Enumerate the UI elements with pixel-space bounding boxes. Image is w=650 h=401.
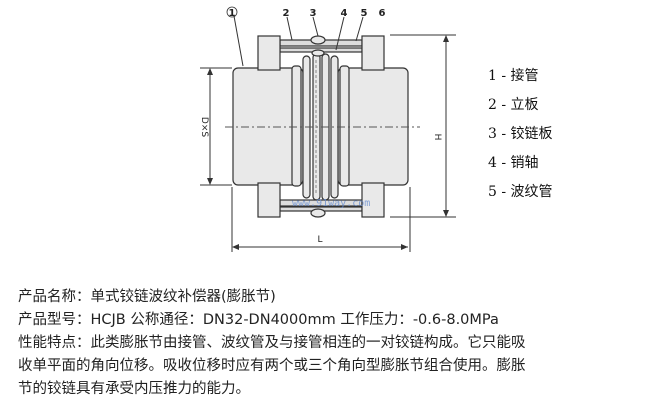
- part-number-6: 6: [379, 8, 386, 19]
- part-number-3: 3: [310, 8, 317, 19]
- lug: [257, 35, 281, 71]
- lug: [361, 35, 385, 71]
- product-features-cont: 节的铰链具有承受内压推力的能力。: [18, 381, 250, 397]
- part-number-4: 4: [341, 8, 348, 19]
- part-number-2: 2: [283, 8, 290, 19]
- legend-item: 3 - 铰链板: [488, 126, 553, 142]
- compensator-drawing: 1 2 3 4 5 6 D×S H L www.91way.com: [199, 6, 456, 252]
- product-features: 性能特点：此类膨胀节由接管、波纹管及与接管相连的一对铰链构成。它只能吸: [18, 335, 526, 351]
- dimension-label-height: H: [432, 134, 442, 141]
- product-model: 产品型号：HCJB 公称通径：DN32-DN4000mm 工作压力：-0.6-8…: [18, 312, 499, 328]
- watermark: www.91way.com: [292, 198, 370, 209]
- pin: [310, 35, 326, 45]
- lug: [361, 182, 385, 218]
- part-number-5: 5: [361, 8, 368, 19]
- product-features-cont: 收单平面的角向位移。吸收位移时应有两个或三个角向型膨胀节组合使用。膨胀: [18, 358, 526, 374]
- legend-item: 1 - 接管: [488, 68, 539, 84]
- parts-legend: 1 - 接管 2 - 立板 3 - 铰链板 4 - 销轴 5 - 波纹管: [488, 62, 553, 207]
- product-description: 产品名称：单式铰链波纹补偿器(膨胀节) 产品型号：HCJB 公称通径：DN32-…: [18, 286, 638, 401]
- product-name: 产品名称：单式铰链波纹补偿器(膨胀节): [18, 289, 276, 305]
- lug: [257, 182, 281, 218]
- part-number-1: 1: [229, 8, 236, 19]
- legend-item: 4 - 销轴: [488, 155, 539, 171]
- legend-item: 5 - 波纹管: [488, 184, 553, 200]
- dimension-label-diameter: D×S: [199, 117, 209, 137]
- dimension-label-length: L: [317, 235, 322, 245]
- legend-item: 2 - 立板: [488, 97, 539, 113]
